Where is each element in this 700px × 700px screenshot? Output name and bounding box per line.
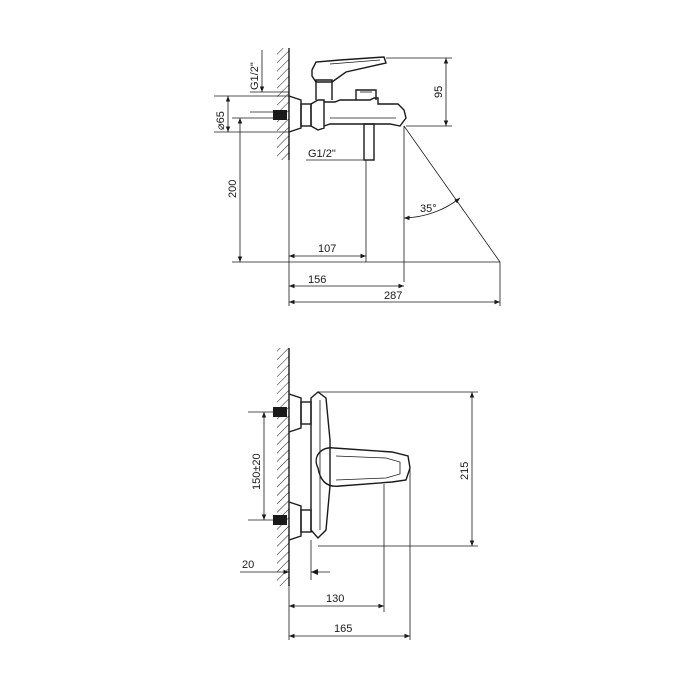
width-156-label: 156 [308,274,326,286]
diverter-knob-side [355,89,377,100]
width-130-label: 130 [326,593,344,605]
depth-20-label: 20 [242,559,254,571]
eccentric-fitting-side [273,110,287,120]
escutcheon-side [288,95,302,133]
nut-lower [300,509,312,533]
thread-top-label: G1/2" [249,62,261,90]
escutcheon-lower [288,501,302,541]
body-to-spout [323,97,407,127]
cartridge-side [315,79,333,100]
height-215-label: 215 [459,462,471,480]
lever-detail-side [329,59,381,65]
escutcheon-upper [288,393,302,433]
nut-side [300,103,312,127]
angle-label: 35° [420,203,437,215]
lever-top-cap [335,455,401,481]
diameter-label: ⌀65 [215,111,227,130]
eccentric-fitting-top-upper [273,407,287,417]
nut-upper [300,401,312,425]
wall-hatch-side [277,48,289,160]
wall-hatch-top [277,348,289,586]
spacing-label: 150±20 [251,453,263,490]
height-95-label: 95 [433,86,445,98]
height-200-label: 200 [227,180,239,198]
top-view: 150±20 215 20 130 165 [240,348,478,640]
mixer-body-top [310,391,331,540]
width-287-label: 287 [384,290,402,302]
shower-outlet-side [363,123,375,161]
eccentric-fitting-top-lower [273,515,287,525]
side-view: G1/2" ⌀65 95 G1/2" 200 35° 107 156 287 [214,48,501,306]
lever-handle-side [311,56,387,83]
width-165-label: 165 [334,623,352,635]
mixer-body-side [310,99,325,131]
width-107-label: 107 [318,243,336,255]
thread-spout-label: G1/2" [308,148,336,160]
